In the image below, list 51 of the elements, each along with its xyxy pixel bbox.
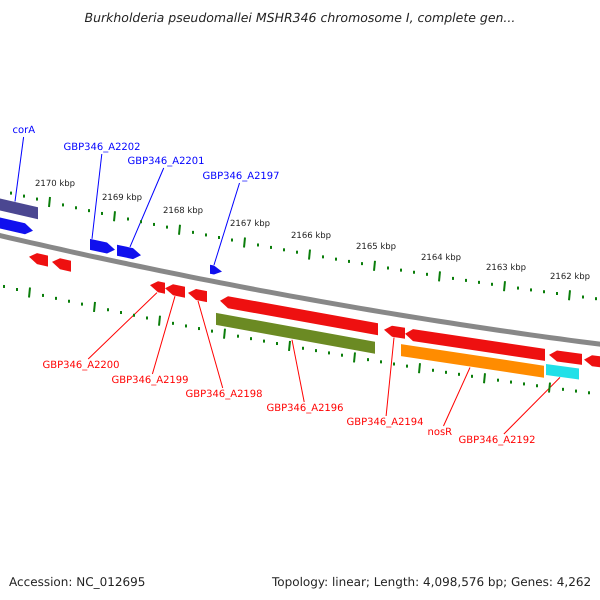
gene-feature xyxy=(150,281,165,294)
scale-label: 2170 kbp xyxy=(35,180,76,189)
leader-line xyxy=(130,168,164,248)
gene-feature xyxy=(384,326,405,339)
gene-bar xyxy=(546,364,579,380)
gene-label: nosR xyxy=(428,426,452,438)
title: Burkholderia pseudomallei MSHR346 chromosome I, complete gen... xyxy=(84,11,516,25)
leader-line xyxy=(292,339,305,402)
gene-feature xyxy=(549,350,582,365)
gene-label: GBP346_A2196 xyxy=(266,402,344,414)
gene-feature xyxy=(584,355,600,368)
leader-line xyxy=(503,376,560,434)
leader-line xyxy=(443,367,470,426)
summary-text: Topology: linear; Length: 4,098,576 bp; Genes: 4,262 xyxy=(272,576,592,589)
leader-line xyxy=(214,182,240,266)
scale-label: 2167 kbp xyxy=(230,220,270,229)
gene-feature xyxy=(117,244,141,260)
gene-label: GBP346_A2202 xyxy=(64,142,141,152)
leader-line xyxy=(386,337,394,416)
leader-line xyxy=(198,300,224,388)
gene-bar xyxy=(0,198,38,220)
scale-label: 2168 kbp xyxy=(163,206,204,216)
gene-feature xyxy=(90,238,115,254)
gene-bar xyxy=(401,344,544,378)
gene-feature xyxy=(165,284,185,298)
gene-label: corA xyxy=(12,124,36,136)
gene-feature xyxy=(220,296,378,336)
gene-label: GBP346_A2199 xyxy=(112,374,189,386)
scale-label: 2162 kbp xyxy=(550,272,590,282)
gene-label: GBP346_A2192 xyxy=(458,434,536,446)
scale-label: 2166 kbp xyxy=(291,232,332,241)
leader-line xyxy=(88,292,158,360)
gene-label: GBP346_A2198 xyxy=(186,388,263,400)
gene-feature xyxy=(52,258,71,272)
accession-text: Accession: NC_012695 xyxy=(9,576,146,589)
gene-label: GBP346_A2197 xyxy=(202,170,280,182)
gene-feature xyxy=(210,264,222,274)
gene-bar xyxy=(216,312,375,354)
gene-label: GBP346_A2194 xyxy=(346,416,424,428)
gene-feature xyxy=(0,216,33,234)
leader-line xyxy=(92,154,102,240)
scale-label: 2163 kbp xyxy=(486,264,526,273)
scale-label: 2169 kbp xyxy=(102,194,142,203)
gene-feature xyxy=(29,253,48,267)
gene-feature xyxy=(405,329,545,361)
gene-feature xyxy=(188,289,207,302)
scale-label: 2165 kbp xyxy=(356,242,396,252)
gene-label: GBP346_A2201 xyxy=(128,156,205,166)
leader-line xyxy=(152,296,176,374)
scale-label: 2164 kbp xyxy=(421,254,462,263)
gene-label: GBP346_A2200 xyxy=(42,360,120,370)
